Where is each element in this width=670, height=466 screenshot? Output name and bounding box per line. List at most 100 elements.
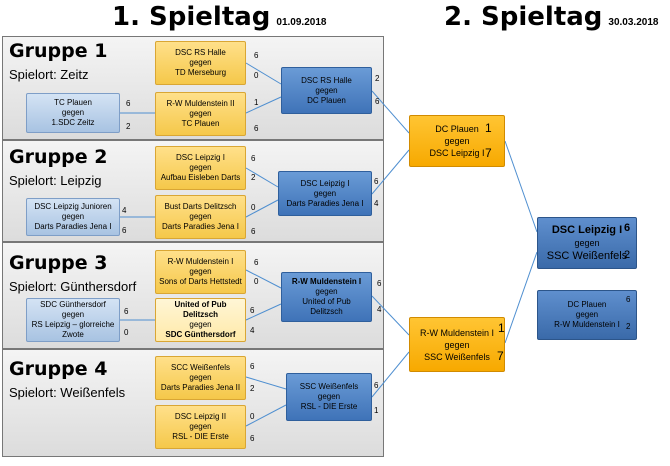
team-home: DSC RS Halle (175, 48, 226, 57)
connector-line (245, 96, 282, 114)
group-3-name: Gruppe 3 (9, 252, 108, 274)
versus-label: gegen (189, 373, 212, 382)
team-home: Bust Darts Delitzsch (164, 202, 237, 211)
group-1-match-2: R-W Muldenstein II gegen TC Plauen (155, 92, 246, 136)
score-home: 6 (254, 51, 259, 60)
versus-label: gegen (61, 310, 85, 319)
score-home: 6 (626, 295, 631, 304)
team-home: United of Pub Delitzsch (174, 300, 227, 319)
group-1-match-1: DSC RS Halle gegen TD Merseburg (155, 41, 246, 85)
team-home: DSC RS Halle (301, 75, 352, 85)
team-home: DSC Leipzig I (176, 153, 225, 162)
score-home: 6 (124, 307, 129, 316)
score-home: 6 (251, 154, 256, 163)
versus-label: gegen (189, 320, 212, 329)
versus-label: gegen (444, 339, 470, 350)
score-away: 6 (375, 97, 380, 106)
group-3-match-2: United of Pub Delitzsch gegen SDC Günthe… (155, 298, 246, 342)
connector-line (371, 295, 410, 336)
team-home: DSC Leipzig II (174, 412, 227, 421)
connector-line (245, 167, 279, 188)
team-home: SSC Weißenfels (299, 382, 359, 391)
score-away: 6 (122, 226, 127, 235)
team-away: Darts Paradies Jena II (160, 383, 241, 392)
versus-label: gegen (315, 287, 338, 296)
score-away: 7 (485, 146, 492, 160)
score-away: 6 (250, 434, 255, 443)
connector-line (504, 251, 538, 344)
team-away: Darts Paradies Jena I (34, 222, 112, 231)
score-home: 6 (126, 99, 131, 108)
versus-label: gegen (189, 267, 212, 276)
score-home: 1 (498, 321, 505, 335)
team-home: SDC Günthersdorf (40, 300, 106, 309)
team-away: RSL - DIE Erste (300, 402, 358, 411)
group-2-match-2: Bust Darts Delitzsch gegen Darts Paradie… (155, 195, 246, 239)
score-away: 4 (250, 326, 255, 335)
group-1-name: Gruppe 1 (9, 40, 108, 62)
team-home: DC Plauen (567, 300, 607, 309)
versus-label: gegen (61, 108, 85, 117)
score-home: 1 (485, 121, 492, 135)
score-away: 6 (251, 227, 256, 236)
score-away: 2 (626, 322, 631, 331)
versus-label: gegen (189, 109, 212, 118)
connector-line (371, 90, 410, 134)
team-away: 1.SDC Zeitz (51, 118, 95, 127)
score-home: 0 (250, 412, 255, 421)
score-home: 6 (250, 362, 255, 371)
score-home: 0 (251, 203, 256, 212)
versus-label: gegen (444, 136, 470, 146)
score-home: 1 (254, 98, 259, 107)
group-2-name: Gruppe 2 (9, 146, 108, 168)
team-away: Sons of Darts Hettstedt (159, 277, 242, 286)
score-home: 2 (375, 74, 380, 83)
team-home: DSC Leipzig I (300, 178, 350, 188)
connector-line (245, 269, 282, 289)
versus-label: gegen (189, 422, 212, 431)
connector-line (371, 149, 410, 195)
team-away-cont: Zwote (62, 330, 84, 339)
versus-label: gegen (575, 310, 599, 319)
team-home: SCC Weißenfels (171, 363, 230, 372)
score-away: 0 (254, 277, 259, 286)
team-away: RS Leipzig – glorreiche (31, 320, 115, 329)
group-3-seed-match: SDC Günthersdorf gegen RS Leipzig – glor… (26, 298, 120, 342)
versus-label: gegen (189, 212, 212, 221)
team-away: Darts Paradies Jena I (162, 222, 239, 231)
score-away: 0 (254, 71, 259, 80)
score-away: 4 (374, 199, 379, 208)
connector-line (245, 303, 282, 321)
score-away: 2 (250, 384, 255, 393)
versus-label: gegen (189, 163, 212, 172)
group-4-venue: Spielort: Weißenfels (9, 385, 126, 400)
score-home: 6 (374, 381, 379, 390)
day1-title: 1. Spieltag (112, 2, 271, 32)
team-away: RSL - DIE Erste (172, 432, 229, 441)
versus-label: gegen (317, 392, 341, 401)
day2-date: 30.03.2018 (608, 17, 659, 28)
versus-label: gegen (315, 85, 338, 95)
team-away: R-W Muldenstein I (554, 320, 620, 329)
score-away: 6 (254, 124, 259, 133)
score-away: 1 (374, 406, 379, 415)
connector-line (245, 376, 287, 390)
group-4-name: Gruppe 4 (9, 358, 108, 380)
group-3-venue: Spielort: Günthersdorf (9, 279, 137, 294)
score-home: 6 (250, 306, 255, 315)
team-away: SSC Weißenfels (546, 249, 628, 262)
day2-title: 2. Spieltag (444, 2, 603, 32)
team-away: TD Merseburg (174, 68, 227, 77)
team-away: SDC Günthersdorf (165, 330, 236, 339)
versus-label: gegen (189, 58, 212, 67)
group-2-match-1: DSC Leipzig I gegen Aufbau Eisleben Dart… (155, 146, 246, 190)
team-away: Aufbau Eisleben Darts (160, 173, 241, 182)
versus-label: gegen (313, 188, 337, 198)
connector-line (371, 351, 410, 398)
team-home: DSC Leipzig I (551, 223, 623, 236)
final-match: DSC Leipzig I gegen SSC Weißenfels (537, 217, 637, 269)
group-4-match-1: SCC Weißenfels gegen Darts Paradies Jena… (155, 356, 246, 400)
score-home: 6 (374, 177, 379, 186)
